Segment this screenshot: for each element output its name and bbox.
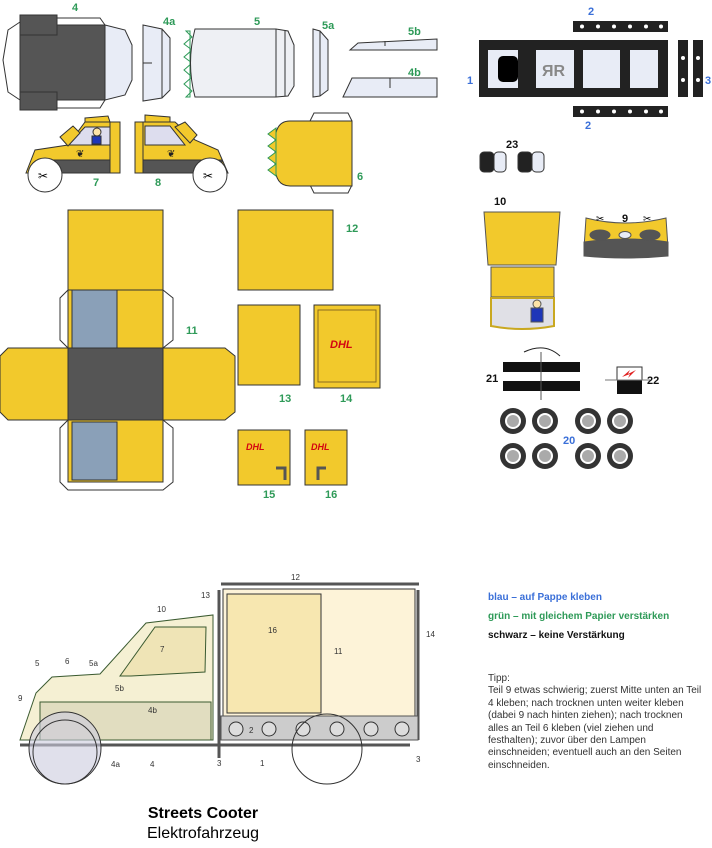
asm-label-12: 12 — [291, 573, 300, 582]
tip-text: Teil 9 etwas schwierig; zuerst Mitte unt… — [488, 685, 702, 771]
asm-label-14: 14 — [426, 630, 435, 639]
part-20-wheels — [500, 408, 633, 469]
asm-label-10: 10 — [157, 605, 166, 614]
assembly-side-view — [19, 582, 420, 785]
label-13: 13 — [279, 393, 291, 405]
asm-label-5a: 5a — [89, 659, 98, 668]
asm-label-11: 11 — [334, 647, 343, 656]
part-2-bars — [573, 21, 668, 117]
part-12 — [237, 209, 334, 291]
asm-label-1: 1 — [260, 759, 265, 768]
model-title: Streets Cooter — [147, 805, 259, 822]
part-23 — [479, 151, 545, 173]
asm-label-6: 6 — [65, 657, 70, 666]
label-8: 8 — [155, 177, 161, 189]
svg-text:❦: ❦ — [167, 149, 175, 160]
svg-text:✂: ✂ — [596, 214, 604, 225]
label-11: 11 — [186, 325, 198, 337]
label-23: 23 — [506, 139, 518, 151]
part-15 — [237, 429, 291, 486]
label-7: 7 — [93, 177, 99, 189]
part-22 — [605, 366, 650, 394]
asm-label-16: 16 — [268, 626, 277, 635]
label-5: 5 — [254, 16, 260, 28]
label-3: 3 — [705, 75, 711, 87]
asm-label-13: 13 — [201, 591, 210, 600]
part-9: ✂✂ — [583, 214, 669, 259]
part-4 — [2, 14, 133, 111]
label-6: 6 — [357, 171, 363, 183]
asm-label-5b: 5b — [115, 684, 124, 693]
part-14 — [313, 304, 381, 389]
part-16 — [304, 429, 348, 486]
dhl-logo-14: DHL — [330, 339, 353, 351]
part-2-holes — [580, 24, 663, 114]
asm-label-4a: 4a — [111, 760, 120, 769]
dhl-logo-15: DHL — [246, 442, 265, 452]
part-5 — [183, 28, 295, 98]
label-4b: 4b — [408, 67, 421, 79]
svg-text:✂: ✂ — [38, 169, 48, 183]
part-8: ✂ ❦ — [134, 114, 229, 193]
svg-text:❦: ❦ — [76, 149, 84, 160]
asm-label-9: 9 — [18, 694, 23, 703]
label-10: 10 — [494, 196, 506, 208]
assembly-labels: 12 13 10 14 16 11 7 5 6 5a 5b 9 4b 2 4a … — [18, 573, 435, 769]
asm-label-3-left: 3 — [217, 759, 222, 768]
label-4a: 4a — [163, 16, 176, 28]
part-6 — [267, 112, 353, 194]
asm-label-4: 4 — [150, 760, 155, 769]
legend-black: schwarz – keine Verstärkung — [488, 630, 625, 641]
label-2-top: 2 — [588, 6, 594, 18]
label-1: 1 — [467, 75, 473, 87]
label-4: 4 — [72, 2, 79, 14]
svg-text:ЯR: ЯR — [542, 63, 566, 80]
label-16: 16 — [325, 489, 337, 501]
part-1-chassis: ЯR — [479, 40, 668, 97]
svg-text:✂: ✂ — [203, 169, 213, 183]
label-5a: 5a — [322, 20, 335, 32]
part-5b — [348, 38, 438, 51]
model-subtitle: Elektrofahrzeug — [146, 825, 260, 842]
part-10 — [483, 211, 561, 330]
part-4a — [142, 24, 171, 102]
part-13 — [237, 304, 301, 386]
part-11 — [0, 209, 236, 491]
part-5a — [312, 28, 329, 98]
asm-label-3-right: 3 — [416, 755, 421, 764]
asm-label-7: 7 — [160, 645, 165, 654]
label-22: 22 — [647, 375, 659, 387]
tip-heading: Tipp: — [488, 673, 510, 684]
part-7: ✂ ❦ — [25, 115, 121, 193]
tip-box: Tipp: Teil 9 etwas schwierig; zuerst Mit… — [488, 673, 703, 772]
legend-green: grün – mit gleichem Papier verstärken — [488, 611, 670, 622]
part-3 — [678, 40, 703, 97]
label-21: 21 — [486, 373, 498, 385]
asm-label-4b: 4b — [148, 706, 157, 715]
label-2-bottom: 2 — [585, 120, 591, 132]
label-15: 15 — [263, 489, 275, 501]
label-12: 12 — [346, 223, 358, 235]
label-5b: 5b — [408, 26, 421, 38]
part-4b — [342, 77, 438, 98]
asm-label-5: 5 — [35, 659, 40, 668]
dhl-logo-16: DHL — [311, 442, 330, 452]
svg-text:✂: ✂ — [643, 214, 651, 225]
label-20: 20 — [563, 435, 575, 447]
legend-blue: blau – auf Pappe kleben — [488, 592, 602, 603]
label-14: 14 — [340, 393, 353, 405]
label-9: 9 — [622, 213, 628, 225]
asm-label-2: 2 — [249, 726, 254, 735]
part-21 — [503, 347, 580, 400]
